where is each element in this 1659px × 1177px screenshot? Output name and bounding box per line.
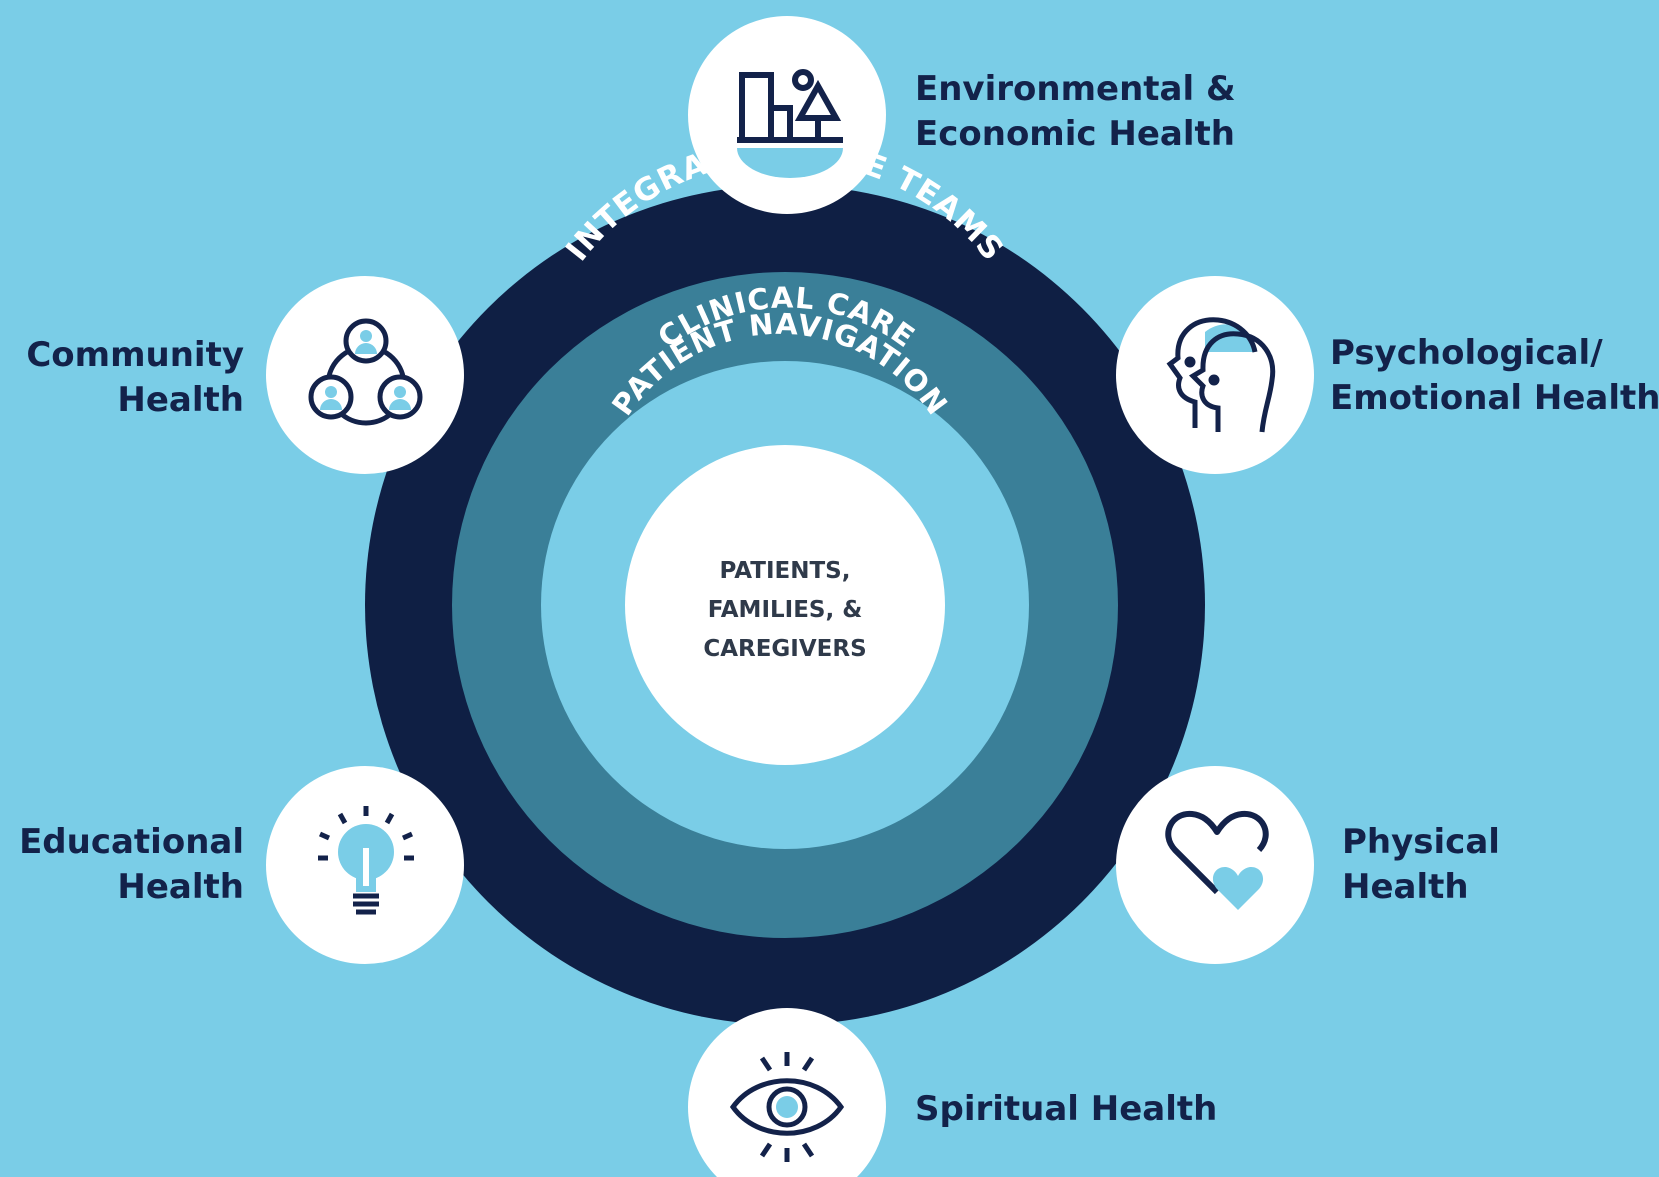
two-heads-icon [1166, 317, 1276, 433]
hearts-icon [1165, 810, 1269, 910]
eye-icon [729, 1052, 845, 1162]
physical-node-circle [1116, 766, 1314, 964]
environmental-node[interactable] [688, 16, 886, 214]
environmental-label: Environmental & Economic Health [915, 67, 1236, 157]
psychological-label: Psychological/ Emotional Health [1330, 331, 1659, 421]
spiritual-label-line-1: Spiritual Health [915, 1089, 1218, 1129]
educational-label: Educational Health [19, 820, 244, 910]
physical-label: Physical Health [1342, 820, 1500, 910]
community-node-circle [266, 276, 464, 474]
lightbulb-icon [318, 806, 414, 915]
psychological-label-line-1: Psychological/ [1330, 333, 1603, 373]
center-line-1: PATIENTS, [720, 558, 851, 584]
people-circle-icon [308, 318, 423, 426]
physical-label-line-2: Health [1342, 867, 1469, 907]
psychological-label-line-2: Emotional Health [1330, 378, 1659, 418]
community-label-line-2: Health [117, 380, 244, 420]
educational-label-line-1: Educational [19, 822, 244, 862]
spiritual-label: Spiritual Health [915, 1087, 1217, 1132]
physical-node[interactable] [1116, 766, 1314, 964]
community-node[interactable] [266, 276, 464, 474]
environmental-label-line-1: Environmental & [915, 69, 1236, 109]
center-line-3: CAREGIVERS [703, 636, 866, 662]
center-circle [625, 445, 945, 765]
educational-node[interactable] [266, 766, 464, 964]
spiritual-node-circle [688, 1008, 886, 1177]
city-tree-icon [737, 69, 843, 178]
educational-label-line-2: Health [117, 867, 244, 907]
community-label: Community Health [26, 333, 244, 423]
environmental-label-line-2: Economic Health [915, 114, 1235, 154]
physical-label-line-1: Physical [1342, 822, 1500, 862]
spiritual-node[interactable] [688, 1008, 886, 1177]
community-label-line-1: Community [26, 335, 244, 375]
center-line-2: FAMILIES, & [708, 597, 863, 623]
psychological-node[interactable] [1116, 276, 1314, 474]
